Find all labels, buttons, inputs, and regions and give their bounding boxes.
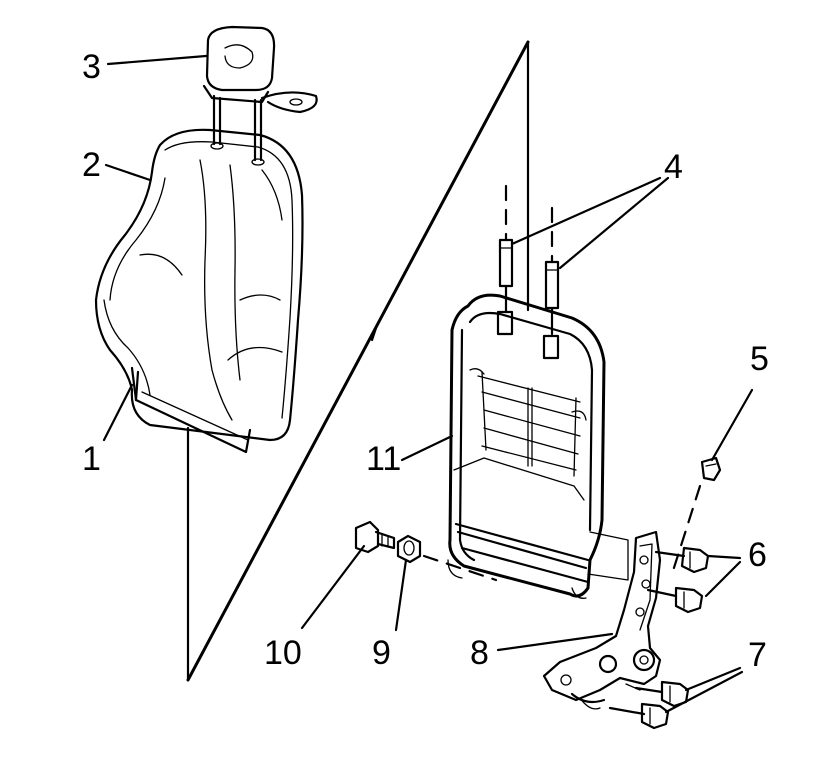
callout-8: 8 [470,634,489,672]
callout-11: 11 [366,440,401,478]
bolts-lower [608,680,690,730]
bolt-7b [608,702,670,730]
divider-gap-mark [370,326,378,342]
callout-1: 1 [82,440,101,478]
pivot-axis-line [422,554,498,582]
seat-back-cushion [94,128,304,442]
callout-2: 2 [82,146,101,184]
divider-lines [186,40,530,682]
callout-9: 9 [372,634,391,672]
bolts-upper [646,546,710,614]
bolt-7a [634,680,690,708]
recliner-bracket [542,530,662,710]
leader-lines [102,54,754,714]
callout-10: 10 [264,634,302,672]
callout-7: 7 [748,636,767,674]
bushing [396,534,422,564]
seat-back-frame [447,293,606,599]
callout-labels: 3 2 1 4 5 11 6 7 8 9 10 [82,48,769,674]
clip [670,456,722,576]
bolt-6b [646,586,704,614]
callout-6: 6 [748,536,767,574]
callout-3: 3 [82,48,101,86]
bolt-6a [654,546,710,574]
pivot-bolt [354,520,396,554]
callout-4: 4 [664,148,683,186]
headrest [202,25,318,162]
callout-5: 5 [750,340,769,378]
back-panel [130,366,252,454]
